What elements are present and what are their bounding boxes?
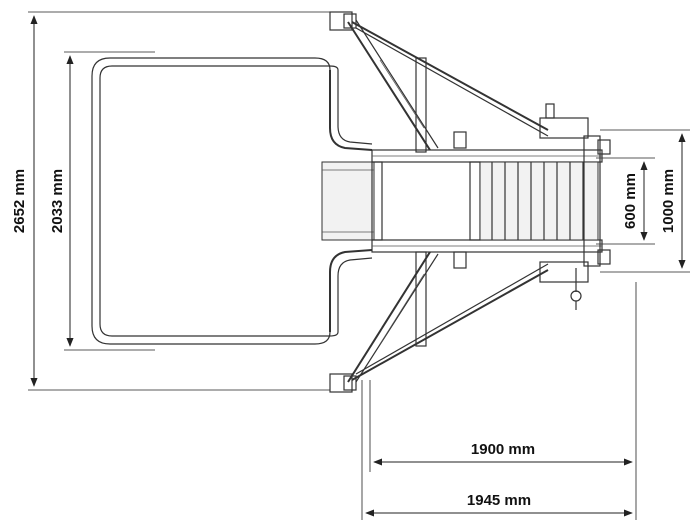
dimension-step-width-outer: 1000 mm	[600, 129, 690, 273]
dimension-label-step-width-inner: 600 mm	[622, 173, 639, 229]
dimension-handrail-height: 2033 mm	[49, 51, 155, 351]
handrail	[91, 57, 373, 345]
lower-truss-arm	[329, 251, 589, 393]
dimension-length-long: 1945 mm	[361, 380, 637, 520]
dimension-step-width-inner: 600 mm	[596, 157, 655, 245]
platform	[321, 161, 375, 241]
dimension-label-overall-height: 2652 mm	[11, 169, 28, 233]
hook-fitting	[570, 268, 582, 310]
upper-truss-arm	[329, 11, 589, 153]
dimension-label-step-width-outer: 1000 mm	[660, 169, 677, 233]
dimension-label-length-long: 1945 mm	[467, 492, 531, 509]
dimension-overall-height: 2652 mm	[11, 11, 330, 391]
dimension-label-handrail-height: 2033 mm	[49, 169, 66, 233]
dimension-label-length-short: 1900 mm	[471, 441, 535, 458]
dimension-length-short: 1900 mm	[369, 282, 637, 472]
steps	[479, 135, 611, 267]
